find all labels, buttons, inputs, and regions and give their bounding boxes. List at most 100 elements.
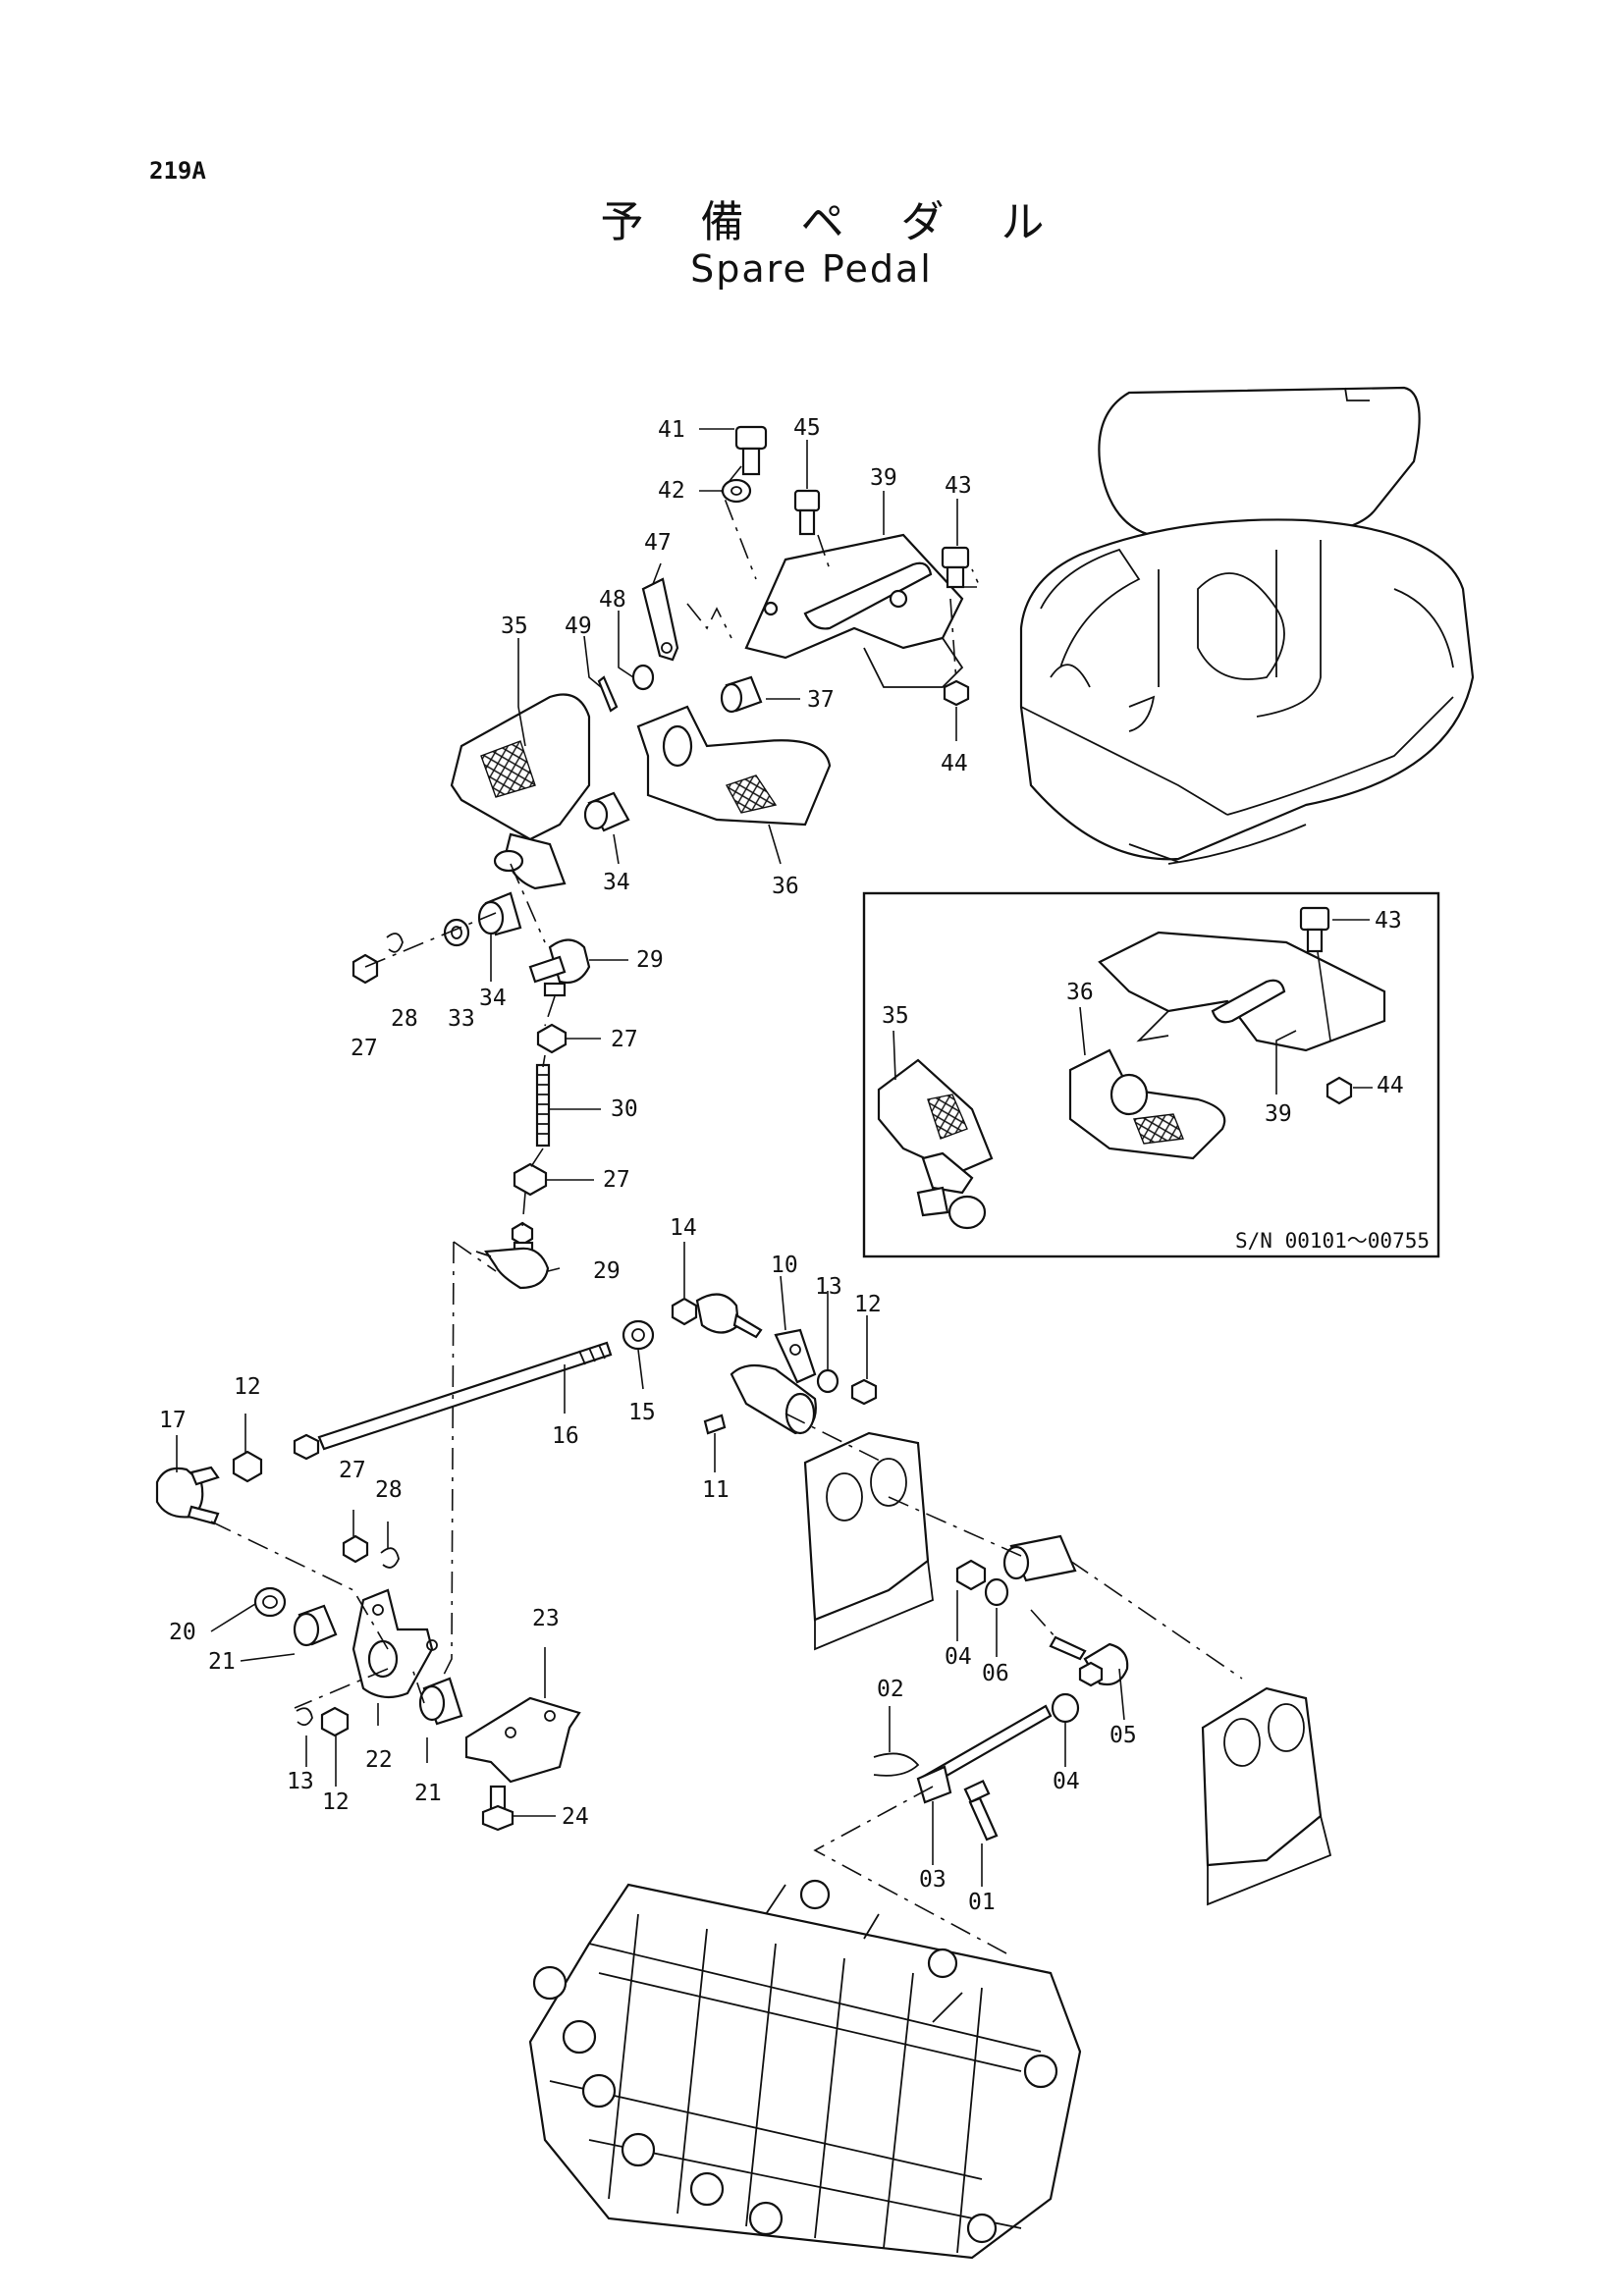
callout-17: 17 [159, 1408, 187, 1433]
bushing-37 [720, 675, 763, 714]
inset-pedal-35 [877, 1058, 994, 1230]
callout-42: 42 [658, 478, 685, 504]
pin-11 [703, 1414, 727, 1435]
inset-nut-44 [1325, 1076, 1353, 1105]
inset-bracket-39 [1098, 931, 1386, 1052]
title-japanese: 予 備 ペ ダ ル [600, 197, 1066, 247]
nut-12-left [232, 1450, 263, 1483]
callout-labels: 41 45 42 39 43 47 48 49 35 37 44 34 36 2… [159, 415, 1404, 1915]
inset-callout-43: 43 [1375, 908, 1402, 934]
callout-34-upper: 34 [603, 870, 630, 895]
inset-callout-39: 39 [1265, 1101, 1292, 1127]
title-english: Spare Pedal [690, 247, 933, 291]
rod-end-14 [671, 1293, 763, 1339]
mounting-plate-upper [803, 1431, 934, 1651]
link-47 [641, 577, 679, 662]
inset-callout-44: 44 [1377, 1073, 1404, 1098]
bolt-45 [793, 489, 821, 536]
callout-44: 44 [941, 751, 968, 776]
callout-12-upper: 12 [854, 1292, 882, 1317]
ball-joint-05 [1049, 1635, 1129, 1687]
washer-13-upper [816, 1368, 839, 1394]
callout-12-left: 12 [234, 1374, 261, 1400]
callout-22: 22 [365, 1747, 393, 1773]
excavator-machine-illustration [1019, 386, 1475, 865]
nut-15 [622, 1319, 655, 1351]
callout-15: 15 [628, 1400, 656, 1425]
callout-21-left: 21 [208, 1649, 236, 1675]
pin-49 [597, 675, 619, 713]
serial-number-range: S/N 00101～00755 [1235, 1229, 1431, 1253]
bracket-22 [352, 1588, 438, 1699]
clevis-rod-03 [916, 1704, 1053, 1804]
bushing-21-left [293, 1604, 338, 1647]
callout-48: 48 [599, 587, 626, 613]
callout-27-bottom: 27 [339, 1458, 366, 1483]
callout-28-upper: 28 [391, 1006, 418, 1032]
callout-41: 41 [658, 417, 685, 443]
callout-12-lower: 12 [322, 1789, 350, 1815]
nut-12-upper [850, 1378, 878, 1406]
callout-30: 30 [611, 1096, 638, 1122]
callout-16: 16 [552, 1423, 579, 1449]
pedal-36 [636, 705, 832, 827]
bolt-24 [481, 1785, 514, 1832]
callout-13-upper: 13 [815, 1274, 842, 1300]
rod-16 [293, 1341, 613, 1461]
callout-01: 01 [968, 1890, 996, 1915]
leader-lines [176, 428, 1125, 1887]
callout-04-upper: 04 [945, 1644, 972, 1670]
bolt-43 [941, 546, 970, 589]
inset-bolt-43 [1299, 906, 1330, 953]
callout-33: 33 [448, 1006, 475, 1032]
washer-42 [721, 478, 752, 504]
callout-02: 02 [877, 1677, 904, 1702]
inset-callout-36: 36 [1066, 980, 1094, 1005]
washer-33 [443, 918, 470, 947]
inset-leaders [893, 919, 1373, 1095]
ball-joint-29-upper [528, 938, 591, 997]
callout-20: 20 [169, 1620, 196, 1645]
callout-29-upper: 29 [636, 947, 664, 973]
threaded-rod-30 [535, 1063, 551, 1148]
spacer-block [1002, 1534, 1077, 1582]
washer-20 [253, 1586, 287, 1618]
bracket-39 [744, 533, 964, 688]
callout-35: 35 [501, 614, 528, 639]
washer-06 [984, 1577, 1009, 1607]
control-valve-block [528, 1879, 1082, 2260]
pin-02 [873, 1752, 920, 1777]
callout-28-bottom: 28 [375, 1477, 403, 1503]
bushing-34-lower [477, 891, 522, 936]
assembly-lines [210, 465, 1243, 1954]
callout-21-right: 21 [414, 1781, 442, 1806]
ball-joint-29-lower [475, 1221, 550, 1290]
bushing-21-right [418, 1677, 463, 1726]
mounting-plate-lower [1201, 1686, 1332, 1906]
inset-pedal-36 [1068, 1048, 1226, 1160]
callout-27-lower: 27 [603, 1167, 630, 1193]
rod-end-17 [155, 1466, 220, 1525]
nut-27-mid [536, 1023, 568, 1054]
callout-36: 36 [772, 874, 799, 899]
nut-44 [943, 679, 970, 707]
clip-28-bottom [380, 1547, 400, 1569]
callout-13-lower: 13 [287, 1769, 314, 1794]
callout-04-lower: 04 [1053, 1769, 1080, 1794]
callout-39: 39 [870, 465, 897, 491]
callout-05: 05 [1109, 1723, 1137, 1748]
page-number: 219A [149, 157, 206, 185]
nut-27-lower [513, 1162, 548, 1197]
callout-14: 14 [670, 1215, 697, 1241]
callout-45: 45 [793, 415, 821, 441]
nut-27-upper [352, 953, 379, 985]
callout-47: 47 [644, 530, 672, 556]
inset-variant-panel [862, 891, 1440, 1258]
bracket-23 [464, 1696, 581, 1784]
pin-01 [963, 1779, 999, 1842]
callout-34-lower: 34 [479, 986, 507, 1011]
nut-12-lower [320, 1706, 350, 1737]
callout-11: 11 [702, 1477, 730, 1503]
callout-27-left: 27 [351, 1036, 378, 1061]
